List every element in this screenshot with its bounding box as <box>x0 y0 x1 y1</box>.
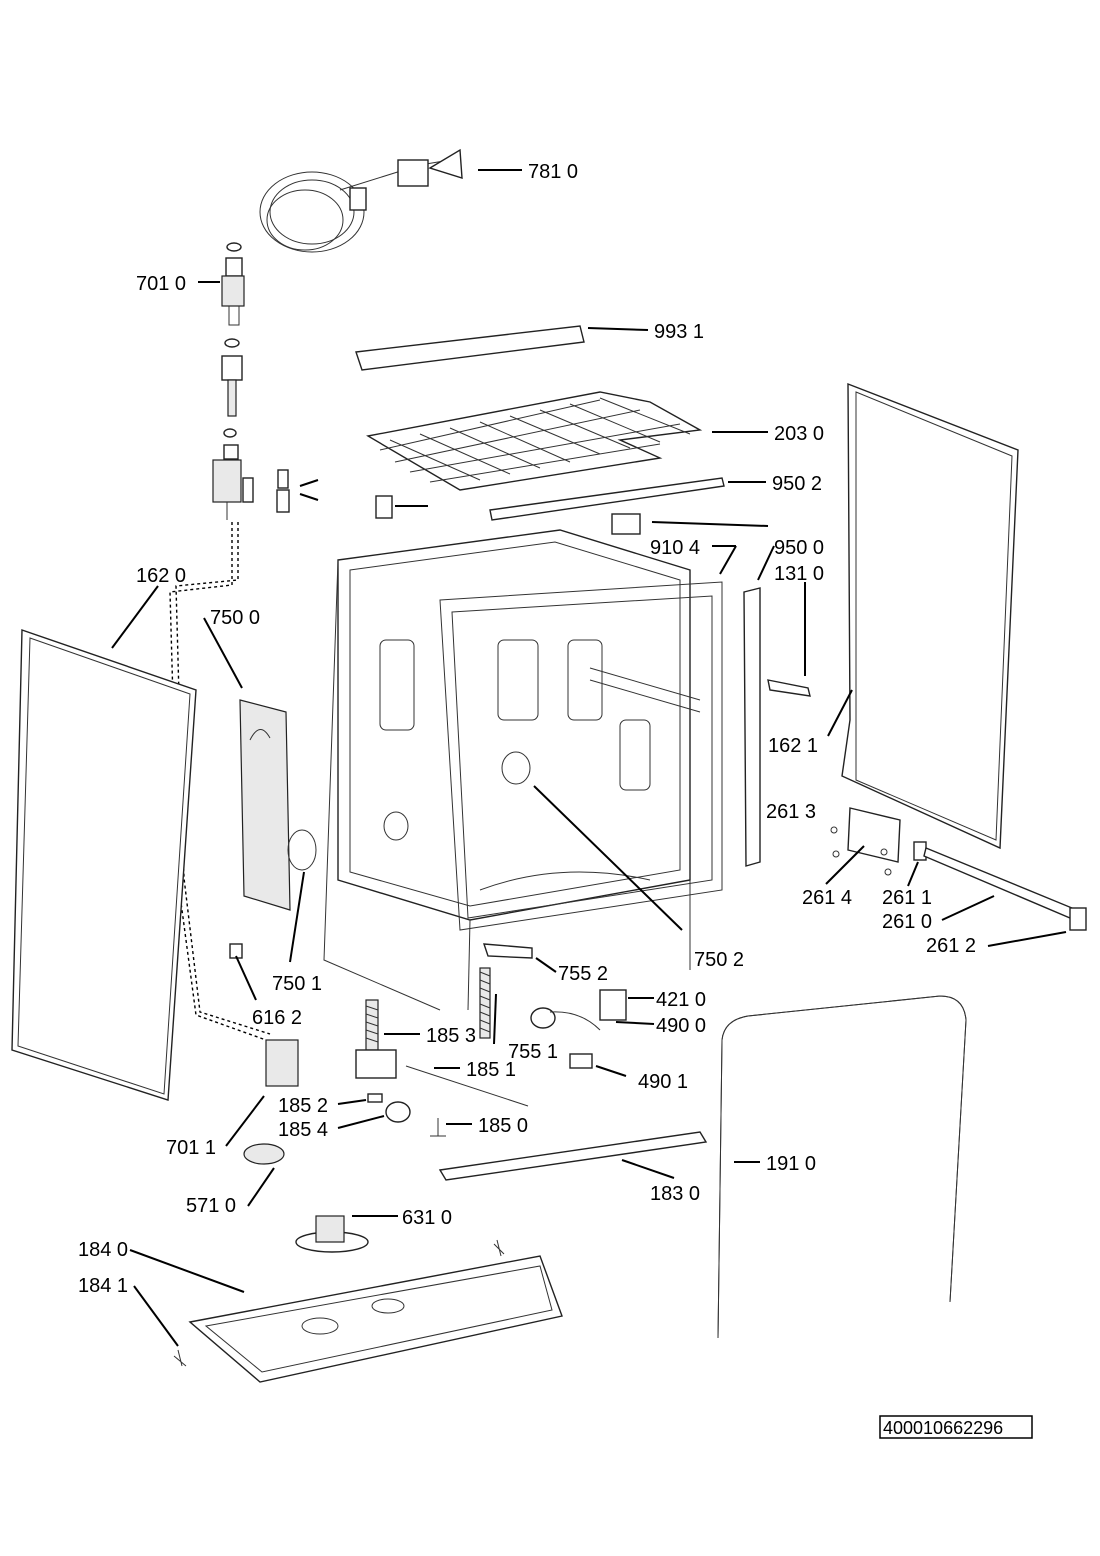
side-strip-9500 <box>743 587 761 867</box>
label-1840: 184 0 <box>78 1239 128 1261</box>
label-7502: 750 2 <box>694 949 744 971</box>
label-1851: 185 1 <box>466 1059 516 1081</box>
label-1852: 185 2 <box>278 1095 328 1117</box>
label-1841: 184 1 <box>78 1275 128 1297</box>
side-panel-left <box>11 629 197 1101</box>
cover-7500 <box>239 699 291 911</box>
label-2030: 203 0 <box>774 423 824 445</box>
document-code-text: 400010662296 <box>883 1418 1003 1438</box>
bracket-part <box>611 513 641 535</box>
label-4900: 490 0 <box>656 1015 706 1037</box>
gasket-7501 <box>287 829 317 871</box>
spring-1853 <box>355 999 397 1079</box>
end-cap-2612 <box>1069 907 1087 931</box>
part-1852 <box>367 1093 383 1103</box>
label-5710: 571 0 <box>186 1195 236 1217</box>
label-1621: 162 1 <box>768 735 818 757</box>
label-4210: 421 0 <box>656 989 706 1011</box>
hinge-2611 <box>913 841 927 861</box>
part-labels: 781 0 701 0 993 1 203 0 950 2 910 4 950 … <box>78 161 976 1297</box>
label-2614: 261 4 <box>802 887 852 909</box>
screw-1840 <box>493 1239 505 1257</box>
plinth-1830 <box>438 1131 708 1181</box>
part-4210 <box>599 989 627 1021</box>
document-code: 400010662296 <box>879 1415 1033 1439</box>
label-7551: 755 1 <box>508 1041 558 1063</box>
label-7500: 750 0 <box>210 607 260 629</box>
clip-part <box>375 495 393 519</box>
rod-1851 <box>405 1065 529 1107</box>
leader-lines <box>111 169 1067 1347</box>
connector-column-part <box>212 242 319 520</box>
label-9502: 950 2 <box>772 473 822 495</box>
label-1310: 131 0 <box>774 563 824 585</box>
door-gasket-1910 <box>717 995 967 1339</box>
bracket-1310 <box>767 679 811 697</box>
insulation-mat-part <box>366 391 703 491</box>
base-tray-1840 <box>188 1255 563 1383</box>
part-4901 <box>569 1053 593 1069</box>
label-1850: 185 0 <box>478 1115 528 1137</box>
label-7010: 701 0 <box>136 273 186 295</box>
clip-6162 <box>229 943 243 959</box>
tub-frame <box>323 529 723 1011</box>
rail-2610 <box>923 847 1073 919</box>
bracket-7552 <box>483 943 533 959</box>
label-9931: 993 1 <box>654 321 704 343</box>
inlet-hose-part <box>259 148 463 253</box>
label-2612: 261 2 <box>926 935 976 957</box>
spring-7551 <box>479 967 491 1039</box>
label-6162: 616 2 <box>252 1007 302 1029</box>
side-panel-right <box>841 382 1019 850</box>
label-7501: 750 1 <box>272 973 322 995</box>
label-1830: 183 0 <box>650 1183 700 1205</box>
part-1854 <box>385 1101 411 1123</box>
label-6310: 631 0 <box>402 1207 452 1229</box>
pump-6310 <box>295 1215 369 1253</box>
label-2611: 261 1 <box>882 887 932 909</box>
pump-5710 <box>243 1143 285 1165</box>
label-2613: 261 3 <box>766 801 816 823</box>
screw-1850 <box>430 1118 446 1137</box>
label-2610: 261 0 <box>882 911 932 933</box>
part-4900 <box>530 1007 556 1029</box>
label-9500: 950 0 <box>774 537 824 559</box>
label-4901: 490 1 <box>638 1071 688 1093</box>
label-1910: 191 0 <box>766 1153 816 1175</box>
label-1620: 162 0 <box>136 565 186 587</box>
label-1853: 185 3 <box>426 1025 476 1047</box>
label-1854: 185 4 <box>278 1119 328 1141</box>
label-7552: 755 2 <box>558 963 608 985</box>
rail-part-9502 <box>489 477 725 521</box>
valve-7011 <box>265 1039 299 1087</box>
label-7810: 781 0 <box>528 161 578 183</box>
label-9104: 910 4 <box>650 537 700 559</box>
strip-part-9931 <box>355 325 585 371</box>
screw-1841 <box>173 1349 187 1367</box>
label-7011: 701 1 <box>166 1137 216 1159</box>
